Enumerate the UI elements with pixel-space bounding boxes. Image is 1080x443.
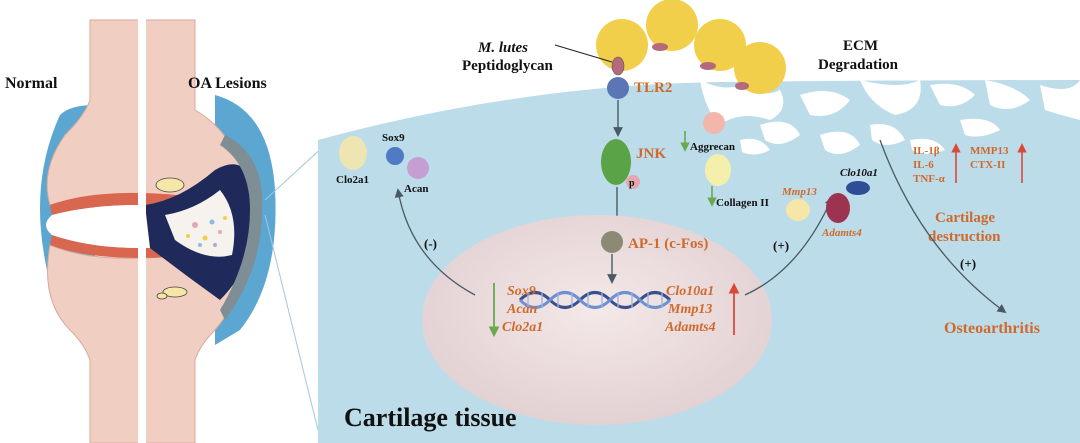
phospho-label: p xyxy=(629,178,635,189)
cytokine-tnfa: TNF-α xyxy=(913,173,946,185)
bone-lesion-upper xyxy=(155,177,185,193)
arrow-positive-regulation xyxy=(744,196,834,296)
bacteria-cluster xyxy=(596,0,786,94)
collagen-marker xyxy=(705,154,731,186)
joint-illustration: Normal OA Lesions xyxy=(5,0,326,443)
cartilage-tissue-label: Cartilage tissue xyxy=(344,403,517,432)
clo10a1-label: Clo10a1 xyxy=(840,167,878,179)
debris-particles xyxy=(186,216,227,247)
ecm-fragments xyxy=(700,80,1080,155)
clo10a1-marker xyxy=(846,181,870,195)
bacterium-1 xyxy=(596,19,648,71)
bone-lesion-lower xyxy=(162,286,188,298)
cytokine-il1b: IL-1β xyxy=(913,145,940,157)
arrow-negative-regulation xyxy=(394,188,476,296)
collagen-label: Collagen II xyxy=(716,197,769,209)
adamts4-label: Adamts4 xyxy=(821,227,862,239)
ap1-label: AP-1 (c-Fos) xyxy=(628,236,708,252)
nucleus xyxy=(422,215,772,425)
aggrecan-marker xyxy=(703,112,725,134)
positive-label: (+) xyxy=(773,238,789,253)
negative-label: (-) xyxy=(424,236,437,251)
marker-mmp13: MMP13 xyxy=(970,145,1009,157)
tlr2-label: TLR2 xyxy=(634,80,672,96)
phospho-node xyxy=(626,175,640,189)
normal-label: Normal xyxy=(5,75,58,92)
up-gene-clo10a1: Clo10a1 xyxy=(666,284,714,299)
destruction-line1: Cartilage xyxy=(935,210,995,226)
acan-label: Acan xyxy=(404,183,428,195)
up-gene-adamts4: Adamts4 xyxy=(664,320,716,335)
oa-lesion-inner xyxy=(165,190,235,257)
sox9-label: Sox9 xyxy=(382,132,405,144)
destruction-line2: destruction xyxy=(928,229,1001,245)
jnk-label: JNK xyxy=(636,146,666,162)
down-gene-clo2a1: Clo2a1 xyxy=(502,320,543,335)
mmp13-marker xyxy=(786,199,810,221)
cytokine-il6: IL-6 xyxy=(913,159,934,171)
tlr2-receptor xyxy=(607,77,629,99)
ecm-title-line2: Degradation xyxy=(818,57,899,73)
joint-divider xyxy=(138,0,146,443)
clo2a1-label: Clo2a1 xyxy=(336,174,369,186)
clo2a1-marker xyxy=(339,136,367,170)
down-gene-sox9: Sox9 xyxy=(507,284,536,299)
marker-ctx2: CTX-II xyxy=(970,159,1005,171)
mmp13-label: Mmp13 xyxy=(781,186,817,198)
sox9-marker xyxy=(386,147,404,165)
acan-marker xyxy=(407,157,429,179)
jnk-node xyxy=(601,139,631,185)
down-gene-acan: Acan xyxy=(506,302,538,317)
bacterium-2 xyxy=(646,0,698,51)
ap1-node xyxy=(601,231,623,253)
osteoarthritis-label: Osteoarthritis xyxy=(944,320,1040,337)
peptidoglycan-label: Peptidoglycan xyxy=(462,58,553,74)
bacterium-3 xyxy=(694,19,746,71)
ecm-title-line1: ECM xyxy=(843,38,878,54)
arrow-to-osteoarthritis xyxy=(879,139,1007,314)
aggrecan-label: Aggrecan xyxy=(690,141,735,153)
oa-synovium xyxy=(220,135,263,320)
positive-label-2: (+) xyxy=(960,256,976,271)
m-lutes-label: M. lutes xyxy=(477,40,528,56)
oa-lesions-label: OA Lesions xyxy=(188,75,267,92)
bacterium-4 xyxy=(734,42,786,94)
dna-helix xyxy=(518,291,672,309)
up-gene-mmp13: Mmp13 xyxy=(667,302,712,317)
peptidoglycan-particle xyxy=(611,56,625,76)
adamts4-marker xyxy=(826,193,850,223)
